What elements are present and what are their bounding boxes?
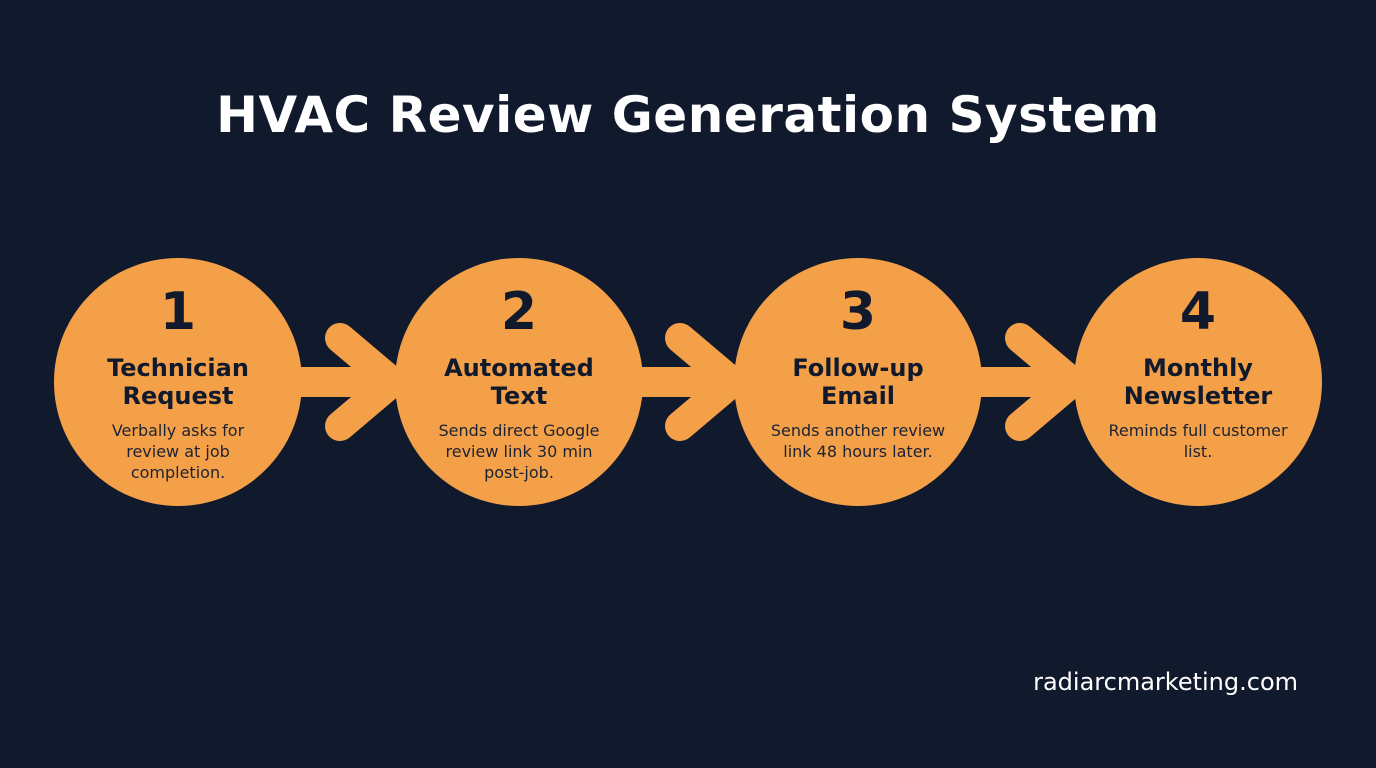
step-description: Reminds full customer list. xyxy=(1108,421,1288,461)
step-2-circle: 2 Automated Text Sends direct Google rev… xyxy=(395,258,643,506)
page-title: HVAC Review Generation System xyxy=(216,86,1160,144)
step-heading: Follow-up Email xyxy=(792,354,924,410)
step-1-circle: 1 Technician Request Verbally asks for r… xyxy=(54,258,302,506)
arrow-1-to-2 xyxy=(290,323,407,441)
step-description: Sends direct Google review link 30 min p… xyxy=(438,421,600,482)
step-heading: Monthly Newsletter xyxy=(1123,354,1273,410)
arrow-3-to-4 xyxy=(970,323,1087,441)
step-heading: Technician Request xyxy=(107,354,249,410)
step-number: 1 xyxy=(159,282,197,342)
step-description: Sends another review link 48 hours later… xyxy=(770,421,946,461)
step-3-circle: 3 Follow-up Email Sends another review l… xyxy=(734,258,982,506)
step-number: 2 xyxy=(500,282,538,342)
step-4-circle: 4 Monthly Newsletter Reminds full custom… xyxy=(1074,258,1322,506)
step-description: Verbally asks for review at job completi… xyxy=(111,421,245,482)
step-heading: Automated Text xyxy=(444,354,594,410)
website-url: radiarcmarketing.com xyxy=(1033,668,1298,696)
arrow-2-to-3 xyxy=(630,323,747,441)
step-number: 3 xyxy=(839,282,877,342)
step-number: 4 xyxy=(1179,282,1217,342)
